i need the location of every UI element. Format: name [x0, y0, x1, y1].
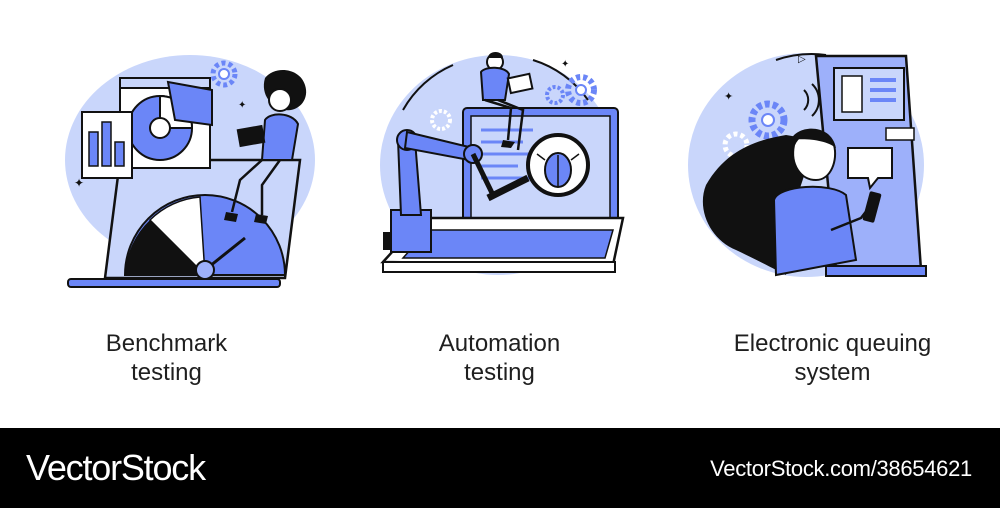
- image-id-link: VectorStock.com/38654621: [710, 456, 972, 481]
- pie-chart-icon: [119, 77, 213, 169]
- benchmark-caption: Benchmark testing: [0, 329, 333, 387]
- gear-icon: [210, 60, 238, 88]
- caption-line-2: testing: [131, 359, 202, 386]
- bug-magnifier-icon: [486, 133, 590, 202]
- chat-bubble-icon: [847, 147, 893, 191]
- person-figure: [224, 69, 307, 224]
- caption-line-1: Electronic queuing: [733, 330, 932, 357]
- brand-logo: VectorStock: [26, 447, 206, 488]
- svg-text:✦: ✦: [561, 59, 569, 70]
- caption-line-1: Benchmark: [105, 330, 228, 357]
- gear-icon: [430, 74, 597, 131]
- queuing-panel: ✦ ▷ Electronic queuing system: [666, 0, 999, 428]
- queuing-caption: Electronic queuing system: [666, 329, 999, 387]
- caption-line-2: system: [794, 359, 871, 386]
- automation-illustration: ✦: [380, 52, 625, 275]
- benchmark-panel: ✦ ✦ Benchmark testing: [0, 0, 333, 428]
- automation-caption: Automation testing: [333, 329, 666, 387]
- svg-text:✦: ✦: [74, 176, 84, 190]
- automation-panel: ✦ Automation testing: [333, 0, 666, 428]
- benchmark-illustration: ✦ ✦: [65, 55, 315, 288]
- caption-line-2: testing: [464, 359, 535, 386]
- person-figure: [702, 128, 882, 277]
- svg-text:✦: ✦: [238, 100, 246, 111]
- svg-text:✦: ✦: [724, 90, 733, 103]
- caption-line-1: Automation: [438, 330, 561, 357]
- svg-text:▷: ▷: [798, 54, 806, 65]
- gauge-icon: [123, 194, 287, 280]
- illustration-canvas: ✦ ✦ Benchmark testing: [0, 0, 999, 428]
- bar-chart-icon: [81, 111, 133, 179]
- person-figure: [479, 52, 534, 151]
- queuing-illustration: ✦ ▷: [688, 53, 927, 277]
- gear-icon: [722, 100, 788, 159]
- watermark-footer: VectorStock VectorStock.com/38654621: [0, 428, 1000, 508]
- robot-arm-icon: [383, 129, 496, 253]
